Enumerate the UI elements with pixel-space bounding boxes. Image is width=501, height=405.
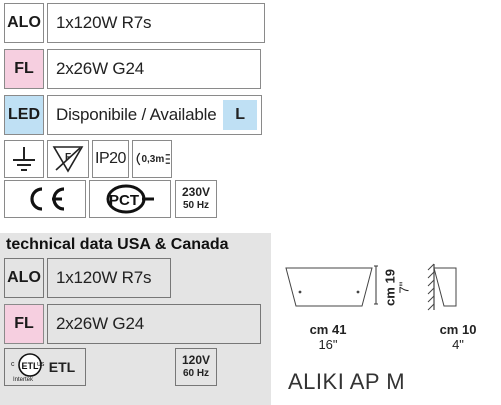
flammable-surface-icon: F — [47, 140, 89, 178]
ip-rating-icon: IP20 — [92, 140, 129, 178]
usa-alo-code-text: ALO — [7, 269, 41, 286]
etl-label-text: ETL — [48, 359, 76, 375]
voltage-120-icon: 120V 60 Hz — [175, 348, 217, 386]
width-dimension: cm 41 16" — [298, 322, 358, 352]
width-cm-text: cm 41 — [309, 322, 347, 337]
fl-value-text: 2x26W G24 — [56, 59, 144, 78]
distance-icon: 0,3m — [132, 140, 172, 178]
led-badge: L — [223, 100, 257, 130]
product-name: ALIKI AP M — [288, 369, 406, 394]
pct-cert-icon: PCT — [89, 180, 171, 218]
etl-intertek-text: Intertek — [13, 377, 34, 383]
depth-dimension: cm 10 4" — [428, 322, 488, 352]
svg-text:PCT: PCT — [109, 192, 139, 209]
fl-code: FL — [4, 49, 44, 89]
usa-fl-code-text: FL — [14, 315, 34, 332]
width-in-text: 16" — [318, 337, 338, 352]
led-value-text: Disponibile / Available — [56, 105, 217, 124]
depth-cm-text: cm 10 — [439, 322, 477, 337]
distance-text: 0,3m — [141, 153, 165, 165]
ce-mark-icon — [4, 180, 86, 218]
frequency-60-text: 60 Hz — [182, 368, 210, 379]
frequency-50-text: 50 Hz — [182, 200, 210, 211]
front-view-drawing — [282, 262, 382, 317]
etl-c-text: c — [11, 361, 15, 368]
height-cm-text: cm 19 — [382, 269, 398, 306]
voltage-230-text: 230V — [181, 185, 211, 199]
led-code-text: LED — [8, 106, 40, 123]
voltage-230-icon: 230V 50 Hz — [175, 180, 217, 218]
alo-code: ALO — [4, 3, 44, 43]
usa-alo-code: ALO — [4, 258, 44, 298]
usa-fl-value-text: 2x26W G24 — [56, 314, 144, 333]
etl-us-text: us — [37, 361, 45, 368]
depth-in-text: 4" — [452, 337, 464, 352]
alo-value-text: 1x120W R7s — [56, 13, 152, 32]
ground-icon — [4, 140, 44, 178]
ip-rating-text: IP20 — [95, 150, 126, 167]
height-dimension: cm 19 7" — [382, 262, 412, 314]
svg-text:ETL: ETL — [21, 361, 39, 371]
alo-value: 1x120W R7s — [47, 3, 265, 43]
usa-alo-value: 1x120W R7s — [47, 258, 171, 298]
height-dim-line — [372, 262, 380, 313]
fl-value: 2x26W G24 — [47, 49, 261, 89]
height-in-text: 7" — [396, 281, 412, 294]
usa-alo-value-text: 1x120W R7s — [56, 268, 152, 287]
etl-mark-icon: ETL c us Intertek ETL — [4, 348, 86, 386]
svg-text:F: F — [65, 152, 71, 163]
side-view-drawing — [426, 262, 466, 317]
usa-section-heading: technical data USA & Canada — [6, 236, 229, 253]
led-value: Disponibile / Available L — [47, 95, 262, 135]
led-code: LED — [4, 95, 44, 135]
usa-fl-value: 2x26W G24 — [47, 304, 261, 344]
fl-code-text: FL — [14, 60, 34, 77]
voltage-120-text: 120V — [181, 353, 211, 367]
usa-fl-code: FL — [4, 304, 44, 344]
alo-code-text: ALO — [7, 14, 41, 31]
